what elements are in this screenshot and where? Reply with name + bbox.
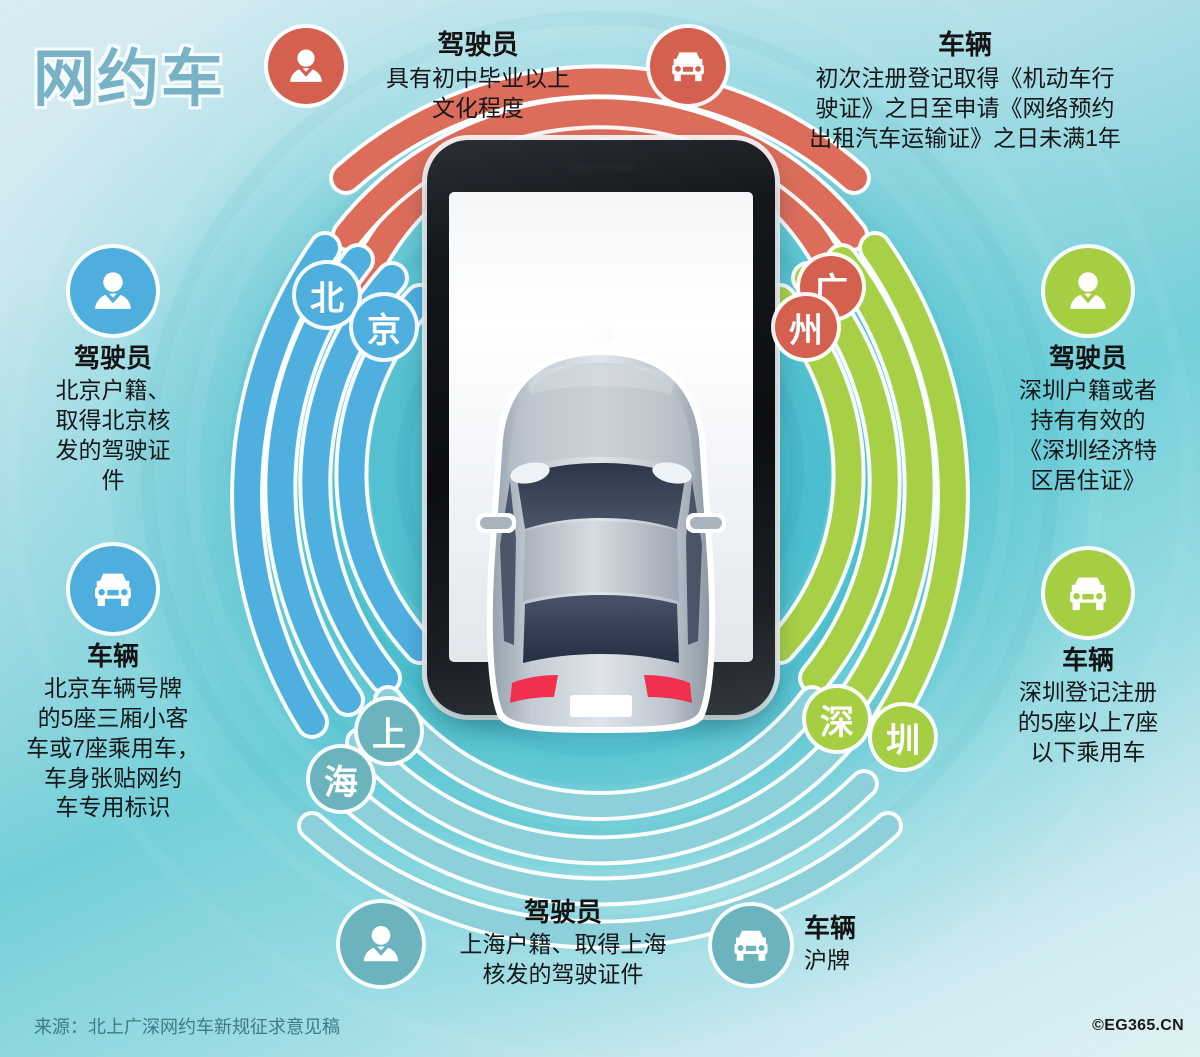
block-title: 驾驶员 [523,897,602,927]
block-title: 车辆 [1061,645,1114,675]
info-block-shenzhen-driver: 驾驶员 深圳户籍或者 持有有效的 《深圳经济特 区居住证》 [988,248,1188,495]
city-char: 上 [372,715,406,754]
city-char: 京 [367,311,401,350]
copyright-notice: ©EG365.CN [1092,1017,1184,1034]
car-icon [650,28,726,104]
person-icon [268,28,344,104]
block-body: 上海户籍、取得上海 核发的驾驶证件 [459,930,667,987]
block-title: 车辆 [804,913,857,944]
city-char: 圳 [886,721,920,760]
block-body: 北京车辆号牌 的5座三厢小客 车或7座乘用车， 车身张贴网约 车专用标识 [26,674,200,821]
block-body: 初次注册登记取得《机动车行 驶证》之日至申请《网络预约 出租汽车运输证》之日未满… [809,65,1121,151]
city-bubble-shanghai-1: 上 [358,700,420,762]
city-char: 州 [789,311,823,350]
person-icon [340,902,422,985]
city-bubble-shenzhen-2: 圳 [872,706,934,768]
block-body: 北京户籍、 取得北京核 发的驾驶证 件 [55,376,171,493]
city-bubble-beijing-1: 北 [296,264,358,326]
info-block-shanghai-driver: 驾驶员 上海户籍、取得上海 核发的驾驶证件 [340,897,690,990]
block-body: 深圳登记注册 的5座以上7座 以下乘用车 [1017,678,1159,765]
city-char: 北 [310,279,344,318]
city-char: 海 [324,763,358,802]
info-block-guangzhou-vehicle: 车辆 初次注册登记取得《机动车行 驶证》之日至申请《网络预约 出租汽车运输证》之… [650,28,1190,154]
city-bubble-beijing-2: 京 [353,296,415,358]
car-icon [712,906,790,984]
info-block-shanghai-vehicle: 车辆 沪牌 [712,906,942,984]
block-title: 驾驶员 [1048,343,1127,373]
person-icon [1045,248,1131,334]
phone-camera-glare [588,326,614,342]
block-body: 具有初中毕业以上 文化程度 [386,65,570,121]
info-block-guangzhou-driver: 驾驶员 具有初中毕业以上 文化程度 [268,28,598,124]
source-note: 来源：北上广深网约车新规征求意见稿 [34,1017,340,1037]
block-body: 沪牌 [804,947,850,973]
car-icon [70,546,156,632]
city-bubble-shanghai-2: 海 [310,748,372,810]
person-icon [70,248,156,334]
block-title: 驾驶员 [73,343,152,373]
block-title: 车辆 [938,30,992,60]
block-title: 驾驶员 [437,30,519,60]
info-block-shenzhen-vehicle: 车辆 深圳登记注册 的5座以上7座 以下乘用车 [988,550,1188,768]
phone-speaker [567,164,635,171]
city-char: 深 [820,703,854,742]
city-bubble-shenzhen-1: 深 [806,688,868,750]
block-title: 车辆 [86,641,139,671]
page-title: 网约车 [33,45,226,114]
block-body: 深圳户籍或者 持有有效的 《深圳经济特 区居住证》 [1019,376,1157,493]
car-icon [1045,550,1131,636]
info-block-beijing-driver: 驾驶员 北京户籍、 取得北京核 发的驾驶证 件 [18,248,208,495]
city-bubble-guangzhou-2: 州 [775,296,837,358]
car-top-view-icon [476,349,726,733]
info-block-beijing-vehicle: 车辆 北京车辆号牌 的5座三厢小客 车或7座乘用车， 车身张贴网约 车专用标识 [8,546,218,823]
